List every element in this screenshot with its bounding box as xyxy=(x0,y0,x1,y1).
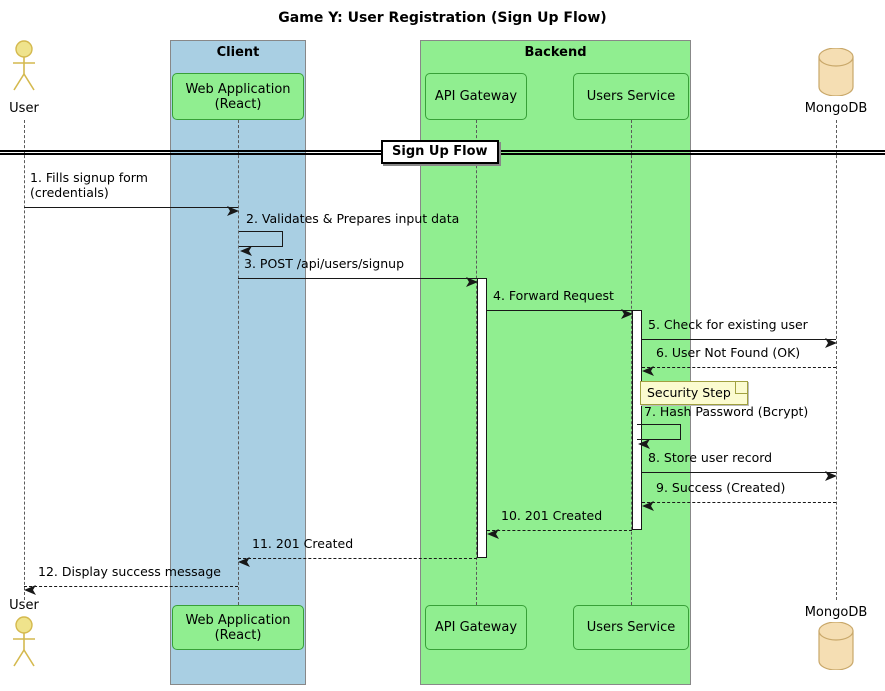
message-12-line xyxy=(24,586,238,587)
message-8-arrowhead xyxy=(825,467,837,481)
database-icon-mongodb xyxy=(817,47,855,97)
participant-webapp-foot[interactable]: Web Application(React) xyxy=(172,605,304,650)
message-4-line xyxy=(487,310,632,311)
page-title: Game Y: User Registration (Sign Up Flow) xyxy=(278,10,607,26)
message-10-arrowhead xyxy=(487,525,499,539)
db-label-mongodb-head: MongoDB xyxy=(804,101,868,116)
participant-label-gateway: API Gateway xyxy=(434,620,518,635)
message-10-label: 10. 201 Created xyxy=(501,508,603,523)
message-11-line xyxy=(238,558,477,559)
message-6-line xyxy=(642,367,836,368)
message-2-arrowhead xyxy=(240,242,252,256)
message-11-arrowhead xyxy=(238,553,250,567)
participant-label-gateway: API Gateway xyxy=(434,89,518,104)
participant-users-foot[interactable]: Users Service xyxy=(572,605,690,650)
participant-webapp-head[interactable]: Web Application(React) xyxy=(172,73,304,120)
participant-label-users: Users Service xyxy=(586,89,676,104)
message-7-label: 7. Hash Password (Bcrypt) xyxy=(644,404,809,419)
message-11-label: 11. 201 Created xyxy=(252,536,354,551)
message-3-label: 3. POST /api/users/signup xyxy=(244,256,404,271)
message-7-self-loop xyxy=(637,424,681,440)
message-1-arrowhead xyxy=(227,202,239,216)
participant-label-webapp: Web Application(React) xyxy=(185,612,291,643)
participant-users-head[interactable]: Users Service xyxy=(572,73,690,120)
database-icon-mongodb-foot xyxy=(817,621,855,671)
message-12-arrowhead xyxy=(24,581,36,595)
message-9-arrowhead xyxy=(642,497,654,511)
lifeline-gateway xyxy=(476,120,477,605)
message-7-arrowhead xyxy=(638,435,650,449)
actor-label-user-foot: User xyxy=(9,598,39,613)
activation-bar-users xyxy=(632,310,642,530)
group-label-client: Client xyxy=(216,45,260,60)
participant-gateway-foot[interactable]: API Gateway xyxy=(425,605,527,650)
message-8-label: 8. Store user record xyxy=(648,450,773,465)
participant-label-users: Users Service xyxy=(586,620,676,635)
message-8-line xyxy=(642,472,836,473)
note-fold-corner xyxy=(734,382,747,394)
group-label-backend: Backend xyxy=(524,45,587,60)
message-3-arrowhead xyxy=(466,273,478,287)
message-12-label: 12. Display success message xyxy=(38,564,221,579)
message-5-line xyxy=(642,339,836,340)
db-label-mongodb-foot: MongoDB xyxy=(804,605,868,620)
lifeline-user xyxy=(24,120,25,600)
message-6-arrowhead xyxy=(642,362,654,376)
lifeline-users xyxy=(631,120,632,605)
message-10-line xyxy=(487,530,632,531)
activation-bar-gateway xyxy=(477,278,487,558)
message-3-line xyxy=(238,278,477,279)
participant-gateway-head[interactable]: API Gateway xyxy=(425,73,527,120)
note-security-step: Security Step xyxy=(640,381,748,405)
actor-label-user-head: User xyxy=(9,101,39,116)
message-9-line xyxy=(642,502,836,503)
message-6-label: 6. User Not Found (OK) xyxy=(656,345,801,360)
lifeline-mongodb xyxy=(836,120,837,600)
lifeline-webapp xyxy=(238,120,239,605)
message-2-label: 2. Validates & Prepares input data xyxy=(246,211,460,226)
message-4-label: 4. Forward Request xyxy=(493,288,614,303)
message-1-line xyxy=(24,207,238,208)
message-2-self-loop xyxy=(239,231,283,247)
divider-label: Sign Up Flow xyxy=(381,140,499,164)
message-4-arrowhead xyxy=(621,305,633,319)
message-5-arrowhead xyxy=(825,334,837,348)
message-5-label: 5. Check for existing user xyxy=(648,317,808,332)
message-1-label: 1. Fills signup form(credentials) xyxy=(30,170,148,200)
actor-icon-user-foot xyxy=(10,616,38,668)
message-9-label: 9. Success (Created) xyxy=(656,480,786,495)
actor-icon-user xyxy=(10,40,38,92)
participant-label-webapp: Web Application(React) xyxy=(185,81,291,112)
